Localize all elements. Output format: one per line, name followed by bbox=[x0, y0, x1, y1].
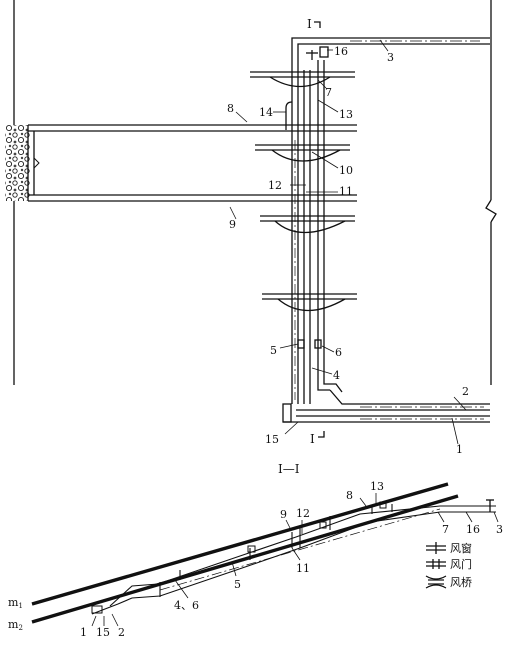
section-title: I—I bbox=[278, 462, 300, 476]
section-view bbox=[31, 482, 499, 627]
legend-label-window: 风窗 bbox=[450, 541, 472, 555]
plan-label-2: 2 bbox=[462, 385, 469, 398]
plan-label-11: 11 bbox=[339, 185, 353, 198]
air-door-icon bbox=[426, 559, 446, 569]
section-roadway-lower bbox=[91, 511, 496, 615]
rock-face bbox=[5, 125, 30, 201]
sec-label-11: 11 bbox=[296, 562, 310, 575]
shaft-4-bend bbox=[317, 345, 330, 391]
plan-label-3: 3 bbox=[387, 51, 394, 64]
plan-view bbox=[5, 0, 497, 423]
rock-marker bbox=[33, 156, 40, 170]
plan-label-9: 9 bbox=[229, 218, 236, 231]
sec-label-4-6: 4、6 bbox=[174, 599, 199, 612]
plan-leaders bbox=[229, 39, 467, 445]
window-16 bbox=[319, 46, 329, 58]
sec-label-15: 15 bbox=[96, 626, 110, 639]
legend-item-bridge: 风桥 bbox=[425, 575, 472, 589]
plan-label-14: 14 bbox=[259, 106, 273, 119]
plan-label-15: 15 bbox=[265, 433, 279, 446]
level-2 bbox=[255, 144, 350, 162]
seam-m2 bbox=[31, 494, 459, 624]
sec-label-8: 8 bbox=[346, 489, 353, 502]
shaft-4-bend-inner bbox=[323, 345, 343, 393]
seam-label-m2: m2 bbox=[8, 618, 23, 632]
legend: 风窗 风门 风桥 bbox=[425, 541, 472, 589]
section-mark-bottom: I bbox=[310, 432, 315, 446]
air-bridge-icon bbox=[425, 575, 447, 589]
legend-item-door: 风门 bbox=[426, 557, 472, 571]
sec-label-16: 16 bbox=[466, 523, 480, 536]
plan-label-8: 8 bbox=[227, 102, 234, 115]
level-3 bbox=[260, 215, 355, 234]
section-roadway-upper bbox=[109, 505, 496, 607]
break-mark bbox=[485, 199, 497, 223]
sec-label-5: 5 bbox=[234, 578, 241, 591]
sec-label-12: 12 bbox=[296, 507, 310, 520]
plan-label-5: 5 bbox=[270, 344, 277, 357]
section-marks: I I bbox=[307, 17, 325, 446]
sec-label-7: 7 bbox=[442, 523, 449, 536]
sec-label-9: 9 bbox=[280, 508, 287, 521]
section-mark-top: I bbox=[307, 17, 312, 31]
sec-label-13: 13 bbox=[370, 480, 384, 493]
plan-label-7: 7 bbox=[325, 86, 332, 99]
airway-3-outer bbox=[291, 37, 490, 60]
legend-label-bridge: 风桥 bbox=[450, 576, 472, 589]
airway-3-inner bbox=[297, 43, 490, 60]
door-6 bbox=[314, 339, 322, 349]
level-1 bbox=[250, 71, 355, 88]
plan-label-4: 4 bbox=[333, 369, 340, 382]
sec-label-3: 3 bbox=[496, 523, 503, 536]
section-roadway-dash bbox=[159, 508, 441, 591]
shaft-14-loop bbox=[285, 101, 293, 130]
seam-m1 bbox=[31, 482, 449, 606]
plan-label-13: 13 bbox=[339, 108, 353, 121]
plan-label-10: 10 bbox=[339, 164, 353, 177]
plan-label-1: 1 bbox=[456, 443, 463, 456]
sec-label-2: 2 bbox=[118, 626, 125, 639]
sec-label-1: 1 bbox=[80, 626, 87, 639]
airway-15-end bbox=[282, 403, 292, 423]
door-5 bbox=[297, 339, 305, 349]
plan-label-12: 12 bbox=[268, 179, 282, 192]
seam-label-m1: m1 bbox=[8, 596, 23, 610]
legend-item-window: 风窗 bbox=[426, 541, 472, 555]
plan-label-6: 6 bbox=[335, 346, 342, 359]
air-window-icon bbox=[426, 542, 446, 554]
plan-label-16: 16 bbox=[334, 45, 348, 58]
level-4 bbox=[262, 293, 357, 312]
airway-2-upper bbox=[329, 389, 490, 405]
legend-label-door: 风门 bbox=[450, 557, 472, 571]
